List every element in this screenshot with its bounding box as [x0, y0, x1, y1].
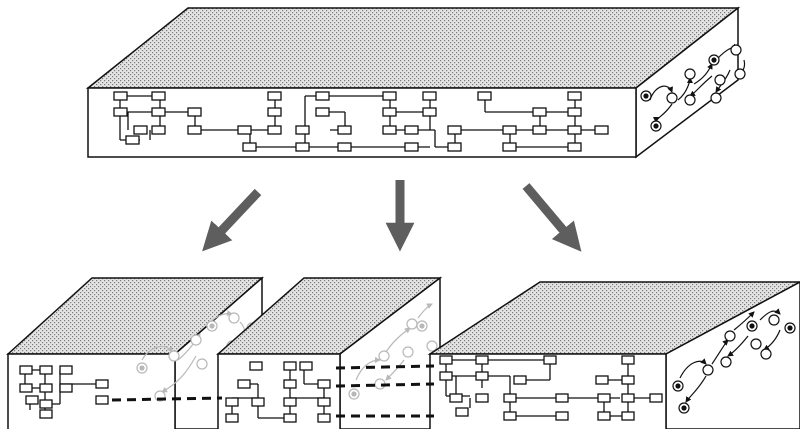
part-right: [430, 282, 800, 429]
source-block-top: [88, 8, 738, 88]
split-arrows: [210, 180, 574, 243]
arrow-to-left: [210, 192, 258, 243]
source-block: [88, 8, 745, 157]
arrow-to-right: [526, 186, 574, 243]
part-left-front: [8, 354, 175, 429]
